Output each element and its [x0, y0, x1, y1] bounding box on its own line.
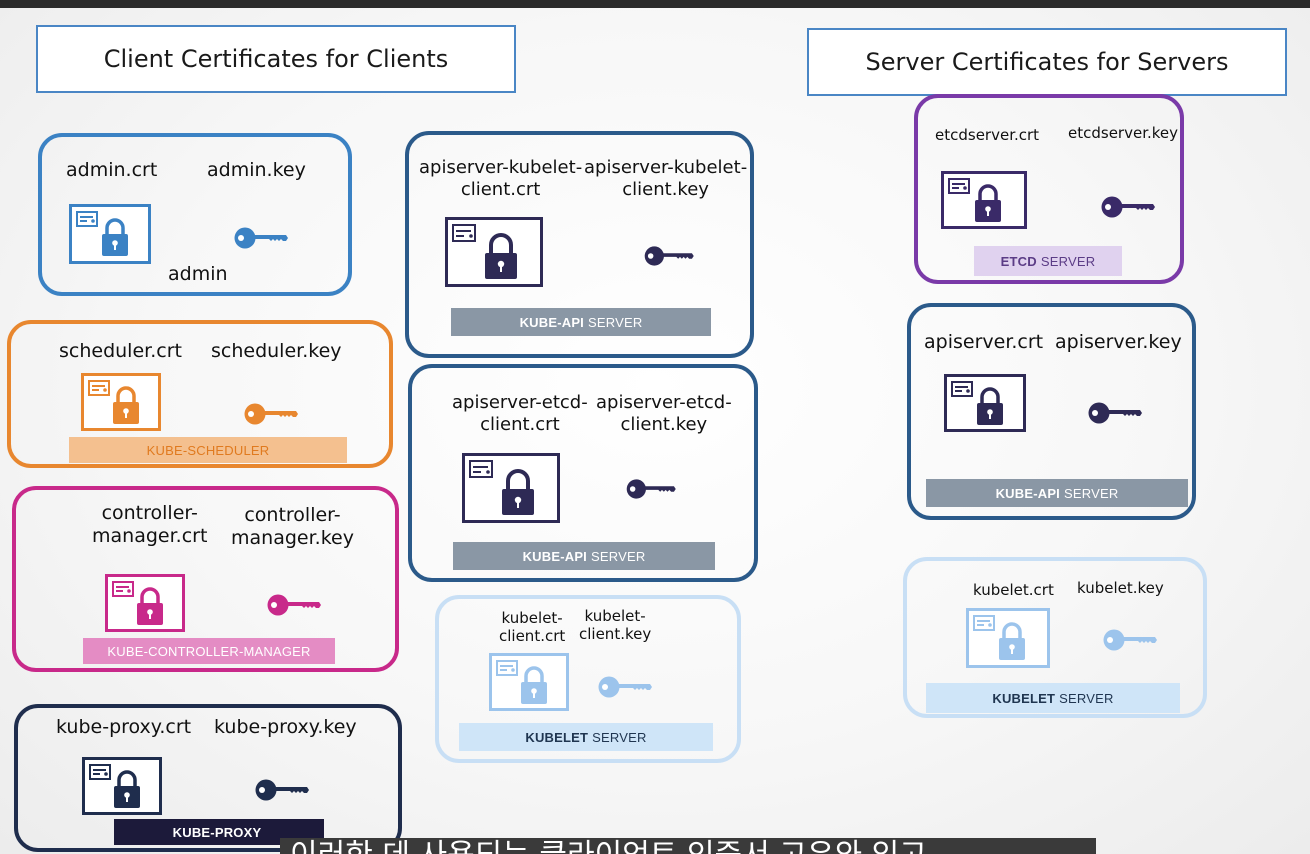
certificate-icon [966, 608, 1050, 673]
apiserver-kubelet-client-key-label: apiserver-kubelet- client.key [584, 157, 748, 200]
kube-scheduler-bar: KUBE-SCHEDULER [69, 437, 347, 463]
controller-manager-card: controller- manager.crt controller- mana… [12, 486, 399, 672]
admin-card: admin.crt admin.key admin [38, 133, 352, 296]
certificate-icon [69, 204, 151, 269]
bar-text: SERVER [1059, 690, 1114, 706]
kube-proxy-card: kube-proxy.crt kube-proxy.key KUBE-PROXY [14, 704, 402, 852]
server-certificates-heading: Server Certificates for Servers [807, 28, 1287, 96]
bar-text: SERVER [1040, 253, 1096, 269]
apiserver-key-label: apiserver.key [1055, 331, 1182, 353]
apiserver-crt-label: apiserver.crt [924, 331, 1044, 353]
scheduler-card: scheduler.crt scheduler.key KUBE-SCHEDUL… [7, 320, 393, 468]
bar-text: KUBE-CONTROLLER-MANAGER [107, 643, 311, 659]
bar-text: KUBE-SCHEDULER [146, 442, 270, 458]
certificate-icon [445, 217, 543, 292]
key-icon [233, 226, 289, 255]
admin-name-label: admin [168, 263, 228, 285]
admin-key-label: admin.key [207, 159, 306, 181]
certificate-icon [944, 374, 1026, 437]
bar-text: SERVER [588, 314, 643, 330]
bar-bold-text: ETCD [1000, 253, 1037, 269]
apiserver-kubelet-client-card: apiserver-kubelet- client.crt apiserver-… [405, 131, 754, 358]
kubelet-key-label: kubelet.key [1077, 579, 1164, 597]
key-icon [254, 778, 310, 807]
key-icon [625, 478, 677, 505]
certificate-icon [941, 171, 1027, 234]
apiserver-kubelet-client-crt-label: apiserver-kubelet- client.crt [419, 157, 583, 200]
certificate-icon [105, 574, 185, 637]
kube-controller-manager-bar: KUBE-CONTROLLER-MANAGER [83, 638, 335, 664]
kube-proxy-key-label: kube-proxy.key [214, 716, 357, 738]
bar-text: SERVER [592, 729, 647, 745]
certificate-icon [462, 453, 560, 528]
controller-manager-key-label: controller- manager.key [231, 504, 354, 550]
etcd-server-crt-label: etcdserver.crt [935, 126, 1040, 144]
bar-text: SERVER [1064, 485, 1119, 501]
bar-bold-text: KUBELET [525, 729, 589, 745]
bar-bold-text: KUBE-PROXY [172, 824, 262, 840]
apiserver-etcd-client-crt-label: apiserver-etcd- client.crt [452, 392, 588, 435]
client-certificates-heading: Client Certificates for Clients [36, 25, 516, 93]
apiserver-etcd-client-card: apiserver-etcd- client.crt apiserver-etc… [408, 364, 758, 582]
key-icon [266, 593, 322, 622]
scheduler-crt-label: scheduler.crt [59, 340, 182, 362]
bar-text: SERVER [591, 548, 646, 564]
certificate-icon [489, 653, 569, 716]
key-icon [1102, 628, 1158, 657]
bar-bold-text: KUBE-API [522, 548, 587, 564]
key-icon [243, 402, 299, 431]
admin-crt-label: admin.crt [66, 159, 158, 181]
video-subtitle: 이러한 데 사용되는 클라이언트 인증서 고유와 있고 [280, 838, 1096, 854]
bar-bold-text: KUBE-API [995, 485, 1060, 501]
kubelet-client-key-label: kubelet- client.key [579, 607, 652, 644]
key-icon [1087, 401, 1143, 430]
certificate-icon [82, 757, 162, 820]
key-icon [597, 675, 653, 704]
certificate-icon [81, 373, 161, 436]
key-icon [1100, 195, 1156, 224]
top-border [0, 0, 1310, 8]
kube-proxy-crt-label: kube-proxy.crt [56, 716, 192, 738]
controller-manager-crt-label: controller- manager.crt [92, 502, 208, 548]
kubelet-crt-label: kubelet.crt [973, 581, 1054, 599]
bar-bold-text: KUBELET [992, 690, 1056, 706]
apiserver-etcd-client-key-label: apiserver-etcd- client.key [596, 392, 732, 435]
etcd-server-key-label: etcdserver.key [1068, 124, 1179, 142]
key-icon [643, 245, 695, 272]
bar-bold-text: KUBE-API [519, 314, 584, 330]
kubelet-client-card: kubelet- client.crt kubelet- client.key … [435, 595, 741, 763]
scheduler-key-label: scheduler.key [211, 340, 342, 362]
kubelet-client-crt-label: kubelet- client.crt [499, 609, 566, 646]
